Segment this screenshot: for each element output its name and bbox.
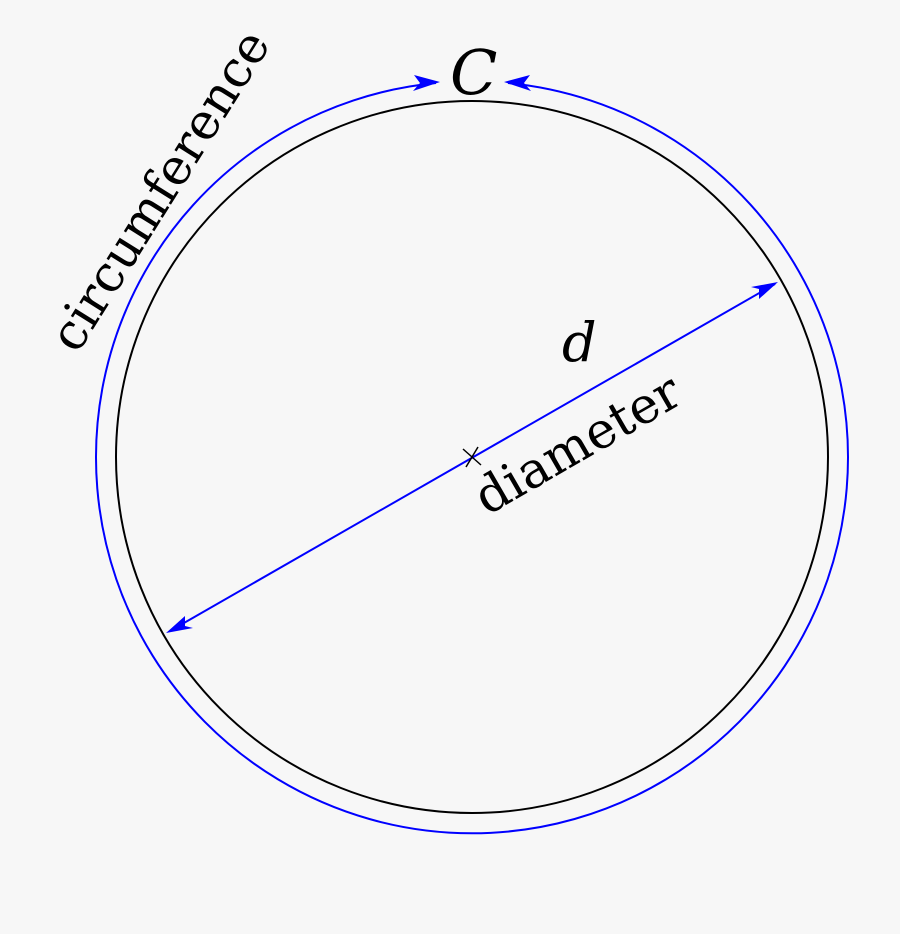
- diameter-arrowhead-start: [166, 616, 193, 633]
- circle: [115, 100, 829, 814]
- circumference-label: circumference: [38, 19, 282, 361]
- diameter-symbol: d: [562, 311, 597, 374]
- circumference-arrowhead-left: [413, 75, 440, 91]
- center-mark: [462, 446, 482, 468]
- circumference-symbol: C: [450, 36, 497, 109]
- circumference-arc: [95, 82, 849, 835]
- diameter-label: diameter: [464, 362, 691, 526]
- diameter-arrowhead-end: [751, 282, 778, 299]
- circumference-arrowhead-right: [504, 75, 531, 91]
